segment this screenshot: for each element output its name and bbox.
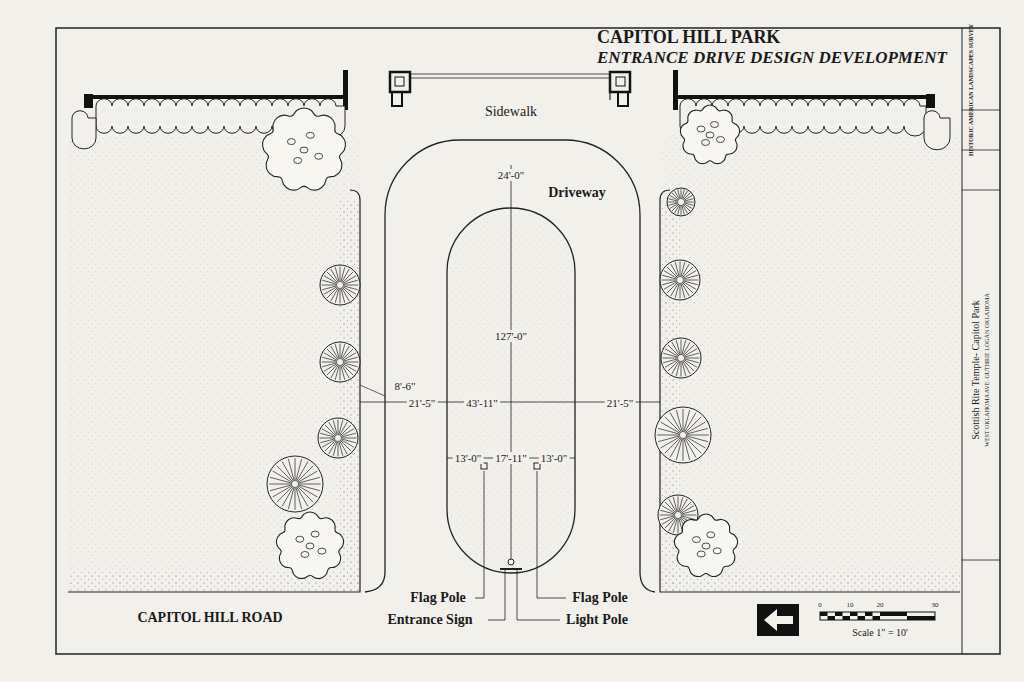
leader-line xyxy=(517,570,560,620)
shrub xyxy=(674,514,737,577)
scale-text: 20 xyxy=(877,602,884,610)
north-arrow xyxy=(757,604,799,636)
driveway-edge xyxy=(365,140,655,592)
shrub xyxy=(263,108,346,190)
dimension: 43'-11" xyxy=(464,397,500,409)
tree xyxy=(661,338,701,378)
dimension: 24'-0" xyxy=(496,169,527,181)
scale-text: 30 xyxy=(932,602,939,610)
lawn xyxy=(660,135,960,592)
title-block-text: WEST OKLAHOMA AVE. GUTHRIE LOGAN OKLAHOM… xyxy=(984,293,991,446)
tree xyxy=(320,342,360,382)
shrub xyxy=(276,512,343,578)
title-block-text: HISTORIC AMERICAN LANDSCAPES SURVEY xyxy=(968,24,975,156)
subtitle: ENTRANCE DRIVE DESIGN DEVELOPMENT xyxy=(597,49,947,68)
plan-label: Flag Pole xyxy=(572,590,628,605)
plan-label: Sidewalk xyxy=(485,104,537,119)
tree xyxy=(318,418,358,458)
hedge xyxy=(924,111,950,150)
hedge xyxy=(72,111,96,149)
lawn-edge xyxy=(68,190,360,592)
entrance-sign xyxy=(500,568,522,570)
tree xyxy=(667,188,695,216)
dimension: 17'-11" xyxy=(493,452,529,464)
dimension: 21'-5" xyxy=(605,397,636,409)
dimension: 8'-6" xyxy=(392,380,417,392)
gate-post xyxy=(390,72,410,92)
dimension: 13'-0" xyxy=(453,452,484,464)
plan-label: Entrance Sign xyxy=(387,612,472,627)
leader-line xyxy=(488,570,505,620)
scale-text: 0 xyxy=(818,602,822,610)
plan-label: Driveway xyxy=(548,185,606,200)
scale-text: 10 xyxy=(847,602,854,610)
tree xyxy=(320,265,360,305)
title-block-text: Scottish Rite Temple- Capitol Park xyxy=(970,300,981,440)
dimension-line xyxy=(511,165,512,560)
plan-label: Light Pole xyxy=(566,612,628,627)
dimension: 127'-0" xyxy=(493,330,529,342)
dimension: 13'-0" xyxy=(539,452,570,464)
tree xyxy=(660,260,700,300)
scale-text: Scale 1" = 10' xyxy=(852,627,908,638)
lawn xyxy=(68,135,360,592)
title: CAPITOL HILL PARK xyxy=(597,28,780,48)
shrub xyxy=(680,105,739,164)
leader-line xyxy=(475,471,484,598)
light-pole xyxy=(508,559,514,565)
dimension: 21'-5" xyxy=(407,397,438,409)
gate-post xyxy=(610,72,630,92)
wall xyxy=(675,95,930,99)
tree xyxy=(267,456,323,512)
plan-label: Flag Pole xyxy=(410,590,466,605)
lawn-edge xyxy=(660,190,960,592)
scale-bar xyxy=(820,612,935,620)
tree xyxy=(655,407,711,463)
sheet-border xyxy=(56,28,1000,654)
leader-line xyxy=(537,471,566,598)
plan-label: CAPITOL HILL ROAD xyxy=(137,610,282,625)
